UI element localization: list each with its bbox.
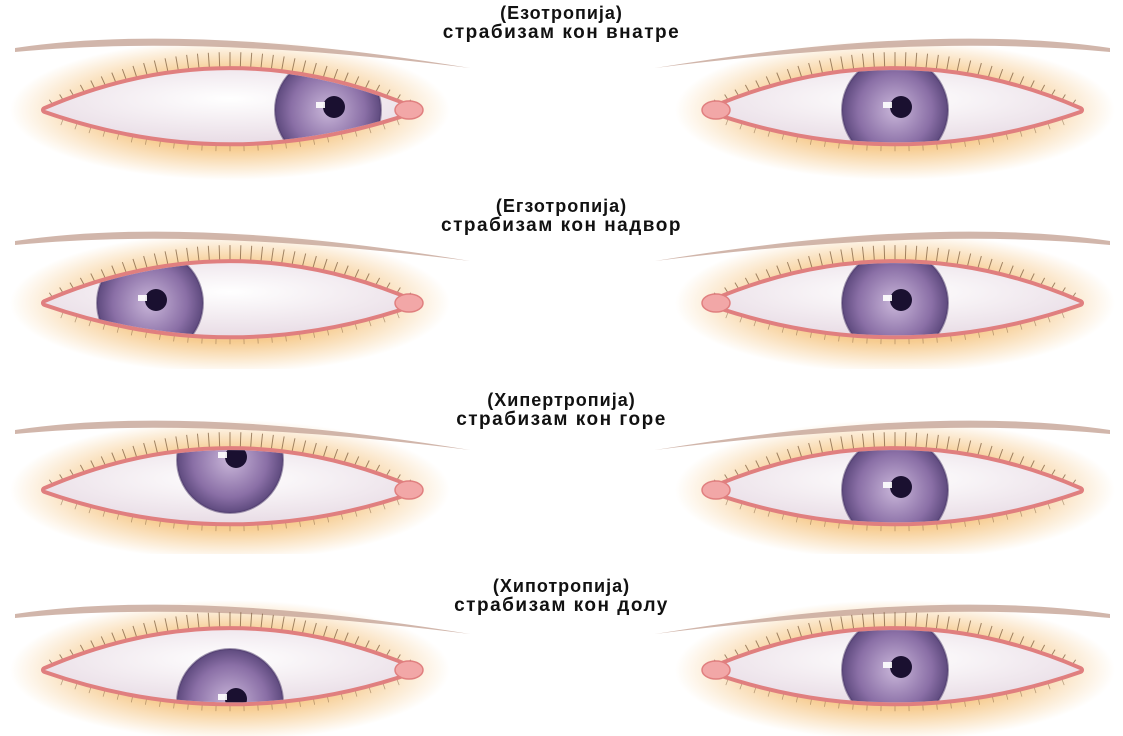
panel-esotropia: (Езотропија) страбизам кон внатре xyxy=(0,0,1123,184)
eye-highlight xyxy=(138,295,147,301)
tear-duct xyxy=(702,101,730,119)
right-eye xyxy=(655,232,1115,369)
pupil xyxy=(145,289,167,311)
panel-caption: (Хипертропија) страбизам кон горе xyxy=(0,391,1123,429)
tear-duct xyxy=(395,481,423,499)
eye-highlight xyxy=(883,102,892,108)
eye-highlight xyxy=(883,295,892,301)
condition-description: страбизам кон внатре xyxy=(0,23,1123,42)
condition-term: (Езотропија) xyxy=(0,4,1123,23)
panel-hypotropia: (Хипотропија) страбизам кон долу xyxy=(0,552,1123,736)
panel-hypertropia: (Хипертропија) страбизам кон горе xyxy=(0,370,1123,554)
condition-description: страбизам кон горе xyxy=(0,410,1123,429)
panel-caption: (Езотропија) страбизам кон внатре xyxy=(0,4,1123,42)
panel-caption: (Хипотропија) страбизам кон долу xyxy=(0,577,1123,615)
panel-caption: (Егзотропија) страбизам кон надвор xyxy=(0,197,1123,235)
right-eye xyxy=(655,39,1115,180)
eye-highlight xyxy=(218,452,227,458)
left-eye xyxy=(10,232,470,369)
panel-exotropia: (Егзотропија) страбизам кон надвор xyxy=(0,185,1123,369)
tear-duct xyxy=(702,661,730,679)
right-eye xyxy=(655,420,1115,554)
pupil xyxy=(890,656,912,678)
tear-duct xyxy=(702,294,730,312)
left-eye xyxy=(10,600,470,736)
eye-highlight xyxy=(883,662,892,668)
condition-term: (Хипертропија) xyxy=(0,391,1123,410)
pupil xyxy=(890,289,912,311)
condition-description: страбизам кон надвор xyxy=(0,216,1123,235)
eye-highlight xyxy=(218,694,227,700)
left-eye xyxy=(10,39,470,180)
pupil xyxy=(323,96,345,118)
condition-term: (Хипотропија) xyxy=(0,577,1123,596)
tear-duct xyxy=(395,661,423,679)
right-eye xyxy=(655,600,1115,736)
pupil xyxy=(890,96,912,118)
eye-highlight xyxy=(316,102,325,108)
tear-duct xyxy=(395,101,423,119)
pupil xyxy=(890,476,912,498)
tear-duct xyxy=(395,294,423,312)
tear-duct xyxy=(702,481,730,499)
eye-highlight xyxy=(883,482,892,488)
condition-description: страбизам кон долу xyxy=(0,596,1123,615)
condition-term: (Егзотропија) xyxy=(0,197,1123,216)
left-eye xyxy=(10,407,470,554)
